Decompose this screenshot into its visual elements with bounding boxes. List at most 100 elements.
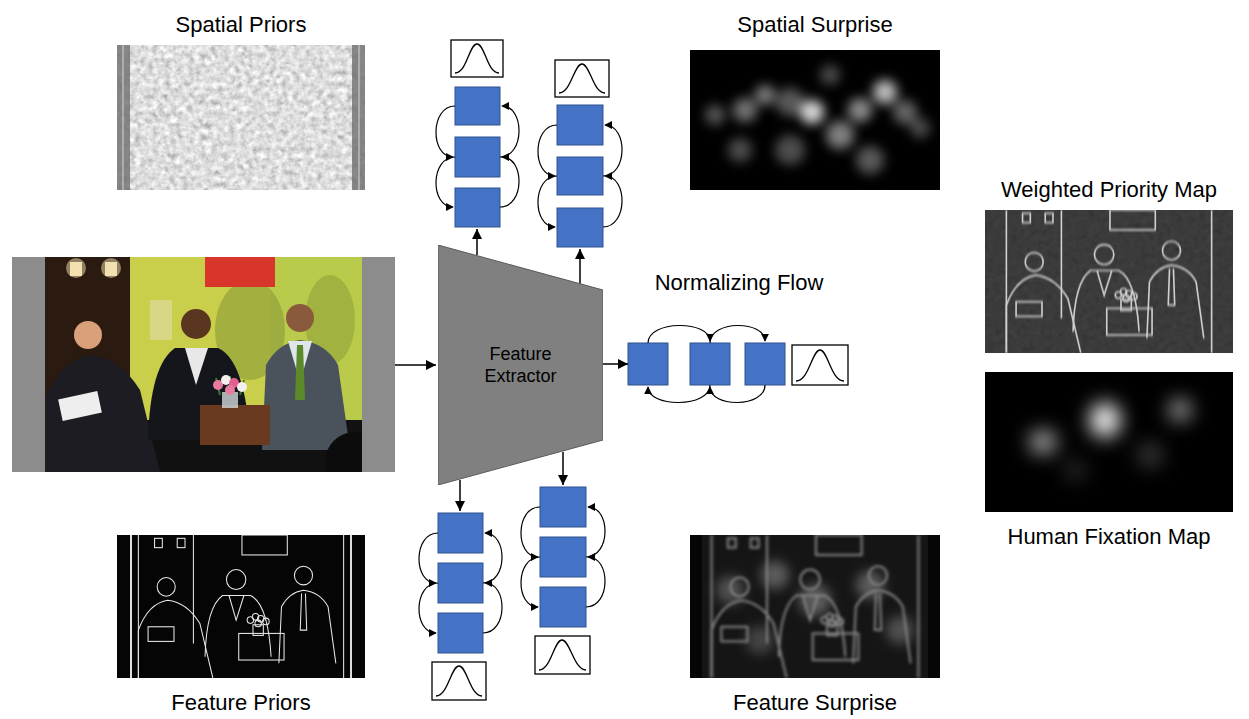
icon-frame (535, 636, 590, 674)
coupling-arc (436, 106, 455, 157)
edge-line (350, 535, 352, 678)
lamp-glow (66, 258, 86, 278)
flow-block (745, 343, 785, 385)
human-fixation-map (985, 372, 1233, 512)
map-ground (985, 210, 1233, 353)
surprise-blobs (705, 65, 930, 174)
noise-texture (985, 210, 1233, 353)
map-panel: Weighted Priority Map (975, 177, 1243, 355)
blob (893, 100, 917, 124)
flow-block (438, 563, 483, 603)
icon-frame (792, 345, 848, 385)
blob (886, 616, 914, 644)
icon-frame (451, 40, 503, 77)
blob (733, 98, 757, 122)
coupling-arc (603, 125, 622, 176)
tie (295, 345, 305, 400)
flow-block (557, 157, 603, 195)
poster-letters (150, 300, 172, 340)
blob (705, 105, 725, 125)
coupling-arc (538, 176, 557, 227)
person-body (262, 340, 350, 450)
blob (910, 118, 930, 138)
edge-line (358, 45, 360, 190)
coupling-arc (419, 583, 438, 633)
coupling-arc (500, 157, 519, 207)
outline-copy (712, 535, 919, 678)
coupling-arc (538, 125, 557, 176)
gaussian-icon (792, 345, 848, 385)
edge-outlines (712, 535, 919, 678)
person-head (181, 309, 211, 339)
flow-block (540, 487, 586, 527)
feature-extractor: Feature Extractor (438, 245, 603, 485)
coupling-arc (436, 157, 455, 207)
coupling-arc (648, 325, 710, 343)
panel-title: Feature Priors (171, 690, 310, 716)
blob (873, 80, 897, 104)
person-body (45, 355, 160, 472)
edge-outlines (138, 535, 343, 678)
blob (856, 146, 884, 174)
icon-frame (555, 60, 609, 97)
coupling-arc (483, 533, 502, 583)
blob (1090, 403, 1120, 437)
flow-block (455, 137, 500, 177)
bell-curve (436, 666, 482, 696)
blob (800, 100, 824, 124)
flow-arrow (579, 249, 581, 284)
blob (728, 138, 752, 162)
map-ground (690, 535, 940, 678)
foreground-figure (325, 432, 362, 472)
flow-arrow (459, 480, 461, 511)
bell-curve (539, 640, 586, 670)
map-panel: Feature Priors (100, 532, 382, 716)
feature-surprise-map (690, 535, 940, 678)
gaussian-icon (555, 60, 609, 97)
spatial-priors-map (117, 45, 365, 190)
flow-stack (521, 452, 605, 674)
input-photo (12, 257, 395, 492)
person-head (286, 304, 314, 332)
panel-title: Spatial Surprise (737, 12, 892, 38)
edge-line (122, 45, 124, 190)
coupling-arc (500, 106, 519, 157)
bell-curve (455, 44, 499, 73)
shirt (185, 348, 208, 385)
blob (826, 121, 854, 149)
outline-copy (1006, 210, 1211, 353)
table (200, 405, 270, 445)
coupling-arc (521, 557, 540, 607)
edge-outlines (1006, 210, 1211, 353)
map-panel: Spatial Priors (100, 12, 382, 192)
flow-block (438, 613, 483, 653)
flow-stack (436, 40, 519, 255)
blob (775, 135, 805, 165)
map-ground (690, 50, 940, 190)
edge-band (928, 535, 940, 678)
blob (746, 626, 774, 654)
spatial-surprise-map (690, 50, 940, 190)
coupling-arc (710, 325, 765, 343)
edge-band (352, 45, 365, 190)
blob (1170, 400, 1190, 420)
bell-curve (559, 64, 605, 93)
flow-block (455, 87, 500, 125)
map-panel: Spatial Surprise (672, 12, 958, 192)
coupling-arc (710, 385, 765, 403)
flow-block (557, 105, 603, 145)
blob (1065, 460, 1085, 480)
flow-block (438, 513, 483, 553)
extractor-label: Feature Extractor (475, 343, 567, 387)
coupling-arc (419, 533, 438, 583)
blob (761, 561, 789, 589)
lamp (105, 262, 117, 276)
map-ground (117, 535, 365, 678)
fixation-blobs (1030, 400, 1190, 480)
coupling-arc (521, 507, 540, 557)
flow-row (628, 325, 848, 402)
lamp (70, 262, 82, 276)
